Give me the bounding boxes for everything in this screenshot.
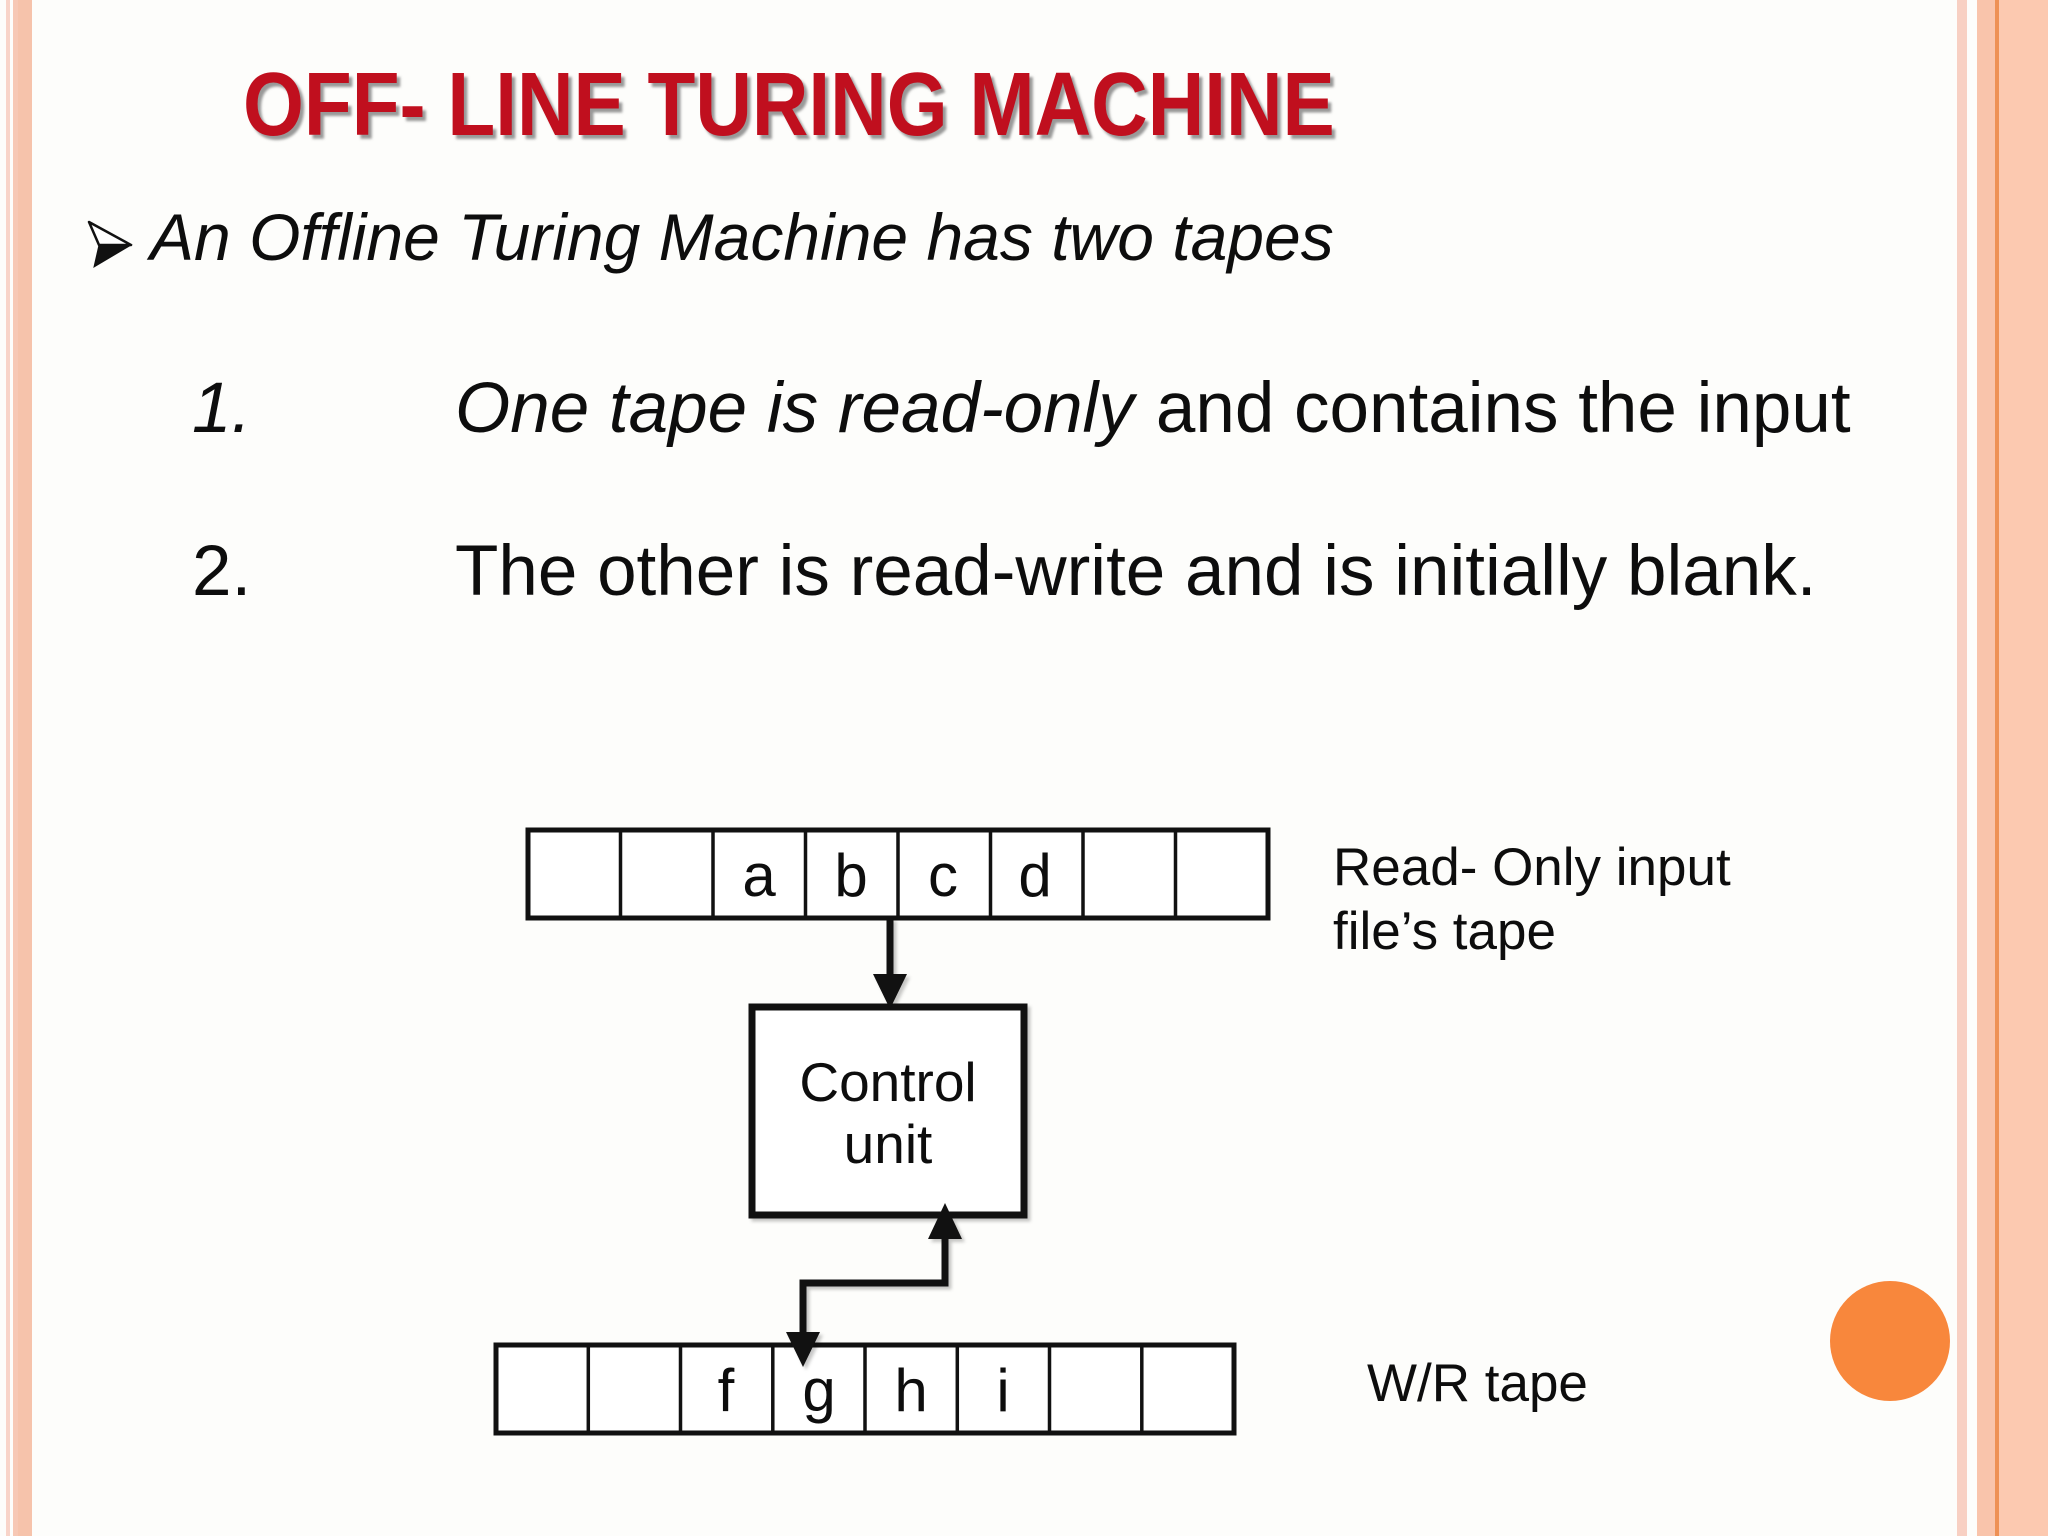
control-to-wr-tape-arrow [786, 1203, 962, 1367]
item-1-number: 1. [192, 369, 252, 448]
arrow-bullet-icon [87, 220, 133, 269]
left-border-stripe-1 [6, 0, 10, 1536]
right-border-band-inner [1977, 0, 1995, 1536]
right-border-stripe [1957, 0, 1967, 1536]
left-border-band [18, 0, 32, 1536]
decorative-orange-circle [1830, 1281, 1950, 1401]
read-only-tape-label: Read- Only input file’s tape [1333, 836, 1731, 963]
item-2-number: 2. [192, 532, 252, 611]
control-unit-box [748, 1003, 1028, 1219]
read-only-tape-label-line2: file’s tape [1333, 901, 1556, 961]
bottom-tape-cell-5: h [894, 1357, 927, 1424]
control-unit-label-line2: unit [844, 1113, 933, 1175]
read-only-tape-label-line1: Read- Only input [1333, 838, 1731, 897]
bullet-sentence: An Offline Turing Machine has two tapes [150, 200, 1334, 274]
left-border-stripe-2 [13, 0, 18, 1536]
item-1-emphasis: One tape is read-only [455, 369, 1134, 448]
item-2-rest: The other is read-write and is initially… [455, 532, 1817, 611]
control-unit-label-line1: Control [799, 1051, 976, 1113]
write-read-tape: f g h i [493, 1342, 1237, 1436]
top-tape-cell-6: d [1018, 842, 1051, 909]
right-border-band-outer [1999, 0, 2048, 1536]
bottom-tape-cell-4: g [802, 1357, 835, 1424]
top-tape-cell-4: b [834, 842, 867, 909]
slide-title: OFF- LINE TURING MACHINE [243, 55, 1335, 155]
input-tape-to-control-arrow [873, 918, 907, 1009]
item-1-rest: and contains the input [1155, 369, 1851, 448]
read-only-tape: a b c d [525, 827, 1271, 921]
right-border-orange-line [1995, 0, 1999, 1536]
wr-tape-label: W/R tape [1367, 1354, 1588, 1413]
bottom-tape-cell-6: i [996, 1357, 1009, 1424]
item-2-text: The other is read-write and is initially… [455, 536, 1816, 607]
bottom-tape-cell-3: f [718, 1357, 735, 1424]
top-tape-cell-3: a [742, 842, 776, 909]
top-tape-cell-5: c [928, 842, 958, 909]
